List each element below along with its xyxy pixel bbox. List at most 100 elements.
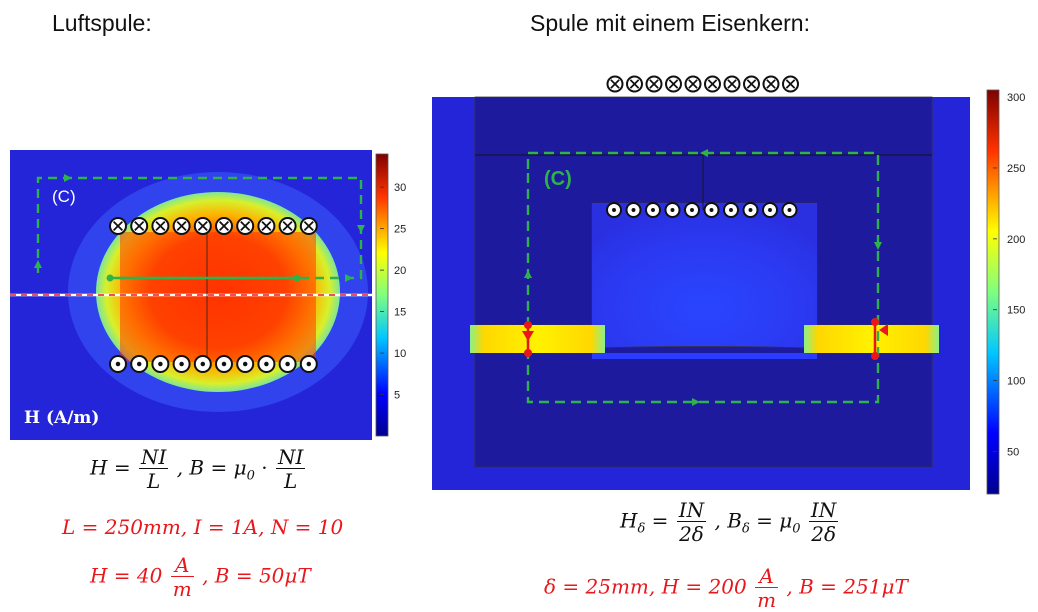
numerator: IN bbox=[676, 498, 707, 522]
wire-out-icon bbox=[109, 355, 127, 373]
wire-in-icon bbox=[193, 217, 212, 235]
subscript-delta: δ bbox=[637, 521, 646, 537]
symbol-h: H bbox=[620, 508, 638, 533]
air-gap-left bbox=[470, 325, 605, 353]
wire-in-icon bbox=[684, 75, 702, 93]
denominator: L bbox=[284, 469, 298, 493]
coil-row-bottom bbox=[109, 355, 318, 373]
wire-out-icon bbox=[215, 355, 233, 373]
arrow-icon bbox=[524, 270, 532, 278]
wire-in-icon bbox=[723, 75, 741, 93]
arrow-icon bbox=[345, 274, 353, 282]
result-b: , B = 50μT bbox=[202, 563, 311, 588]
iron-core-lower bbox=[474, 346, 933, 468]
denominator: 2δ bbox=[679, 522, 704, 546]
colorbar-tick-label: 25 bbox=[394, 224, 406, 236]
colorbar-tick-label: 15 bbox=[394, 307, 406, 319]
denominator: 2δ bbox=[811, 522, 836, 546]
coil-row-top bbox=[109, 217, 318, 235]
colorbar bbox=[375, 153, 389, 437]
wire-in-icon bbox=[665, 75, 682, 93]
wire-in-icon bbox=[172, 217, 191, 235]
unit-denominator: m bbox=[172, 577, 192, 601]
wire-out-icon bbox=[257, 355, 276, 373]
coil-row-top bbox=[606, 75, 799, 93]
arrow-icon bbox=[34, 260, 42, 268]
colorbar-tick-label: 50 bbox=[1007, 446, 1019, 458]
subscript-delta: δ bbox=[741, 521, 750, 537]
equals-sign: = bbox=[651, 508, 669, 533]
colorbar-tick-label: 5 bbox=[394, 390, 400, 402]
wire-out-icon bbox=[742, 202, 759, 218]
wire-in-icon bbox=[215, 217, 233, 235]
colorbar-tick-label: 300 bbox=[1007, 92, 1025, 104]
right-title: Spule mit einem Eisenkern: bbox=[530, 10, 810, 36]
wire-out-icon bbox=[606, 202, 622, 218]
coil-row-core bbox=[606, 202, 798, 218]
wire-in-icon bbox=[645, 75, 663, 93]
colorbar-tick-label: 10 bbox=[394, 348, 406, 360]
wire-out-icon bbox=[236, 355, 255, 373]
wire-in-icon bbox=[236, 217, 255, 235]
symbol-mu: μ bbox=[233, 455, 247, 480]
wire-in-icon bbox=[109, 217, 127, 235]
wire-out-icon bbox=[664, 202, 681, 218]
wire-out-icon bbox=[703, 202, 720, 218]
wire-in-icon bbox=[606, 75, 624, 93]
wire-in-icon bbox=[762, 75, 780, 93]
wire-in-icon bbox=[299, 217, 318, 235]
colorbar bbox=[986, 89, 1000, 495]
arrow-icon bbox=[700, 149, 708, 157]
wire-out-icon bbox=[762, 202, 778, 218]
wire-in-icon bbox=[257, 217, 276, 235]
left-title: Luftspule: bbox=[52, 10, 152, 36]
numerator: NI bbox=[275, 445, 306, 469]
arrow-icon bbox=[64, 174, 72, 182]
symbol-b: , B bbox=[714, 508, 742, 533]
wire-out-icon bbox=[278, 355, 297, 373]
unit-numerator: A bbox=[170, 555, 194, 577]
wire-out-icon bbox=[625, 202, 642, 218]
colorbar-tick-label: 250 bbox=[1007, 163, 1025, 175]
symbol-b: , B bbox=[176, 455, 205, 480]
wire-out-icon bbox=[193, 355, 212, 373]
wire-out-icon bbox=[172, 355, 191, 373]
wire-out-icon bbox=[723, 202, 739, 218]
result-delta-h: δ = 25mm, H = 200 bbox=[544, 574, 747, 599]
arrow-icon bbox=[874, 242, 882, 250]
arrow-icon bbox=[692, 398, 700, 406]
symbol-mu-subscript: 0 bbox=[246, 468, 255, 484]
wire-in-icon bbox=[704, 75, 721, 93]
wire-out-icon bbox=[151, 355, 170, 373]
wire-out-icon bbox=[130, 355, 149, 373]
symbol-mu: μ bbox=[779, 508, 793, 533]
result-b: , B = 251μT bbox=[786, 574, 908, 599]
numerator: NI bbox=[138, 445, 169, 469]
wire-out-icon bbox=[645, 202, 661, 218]
dot-operator: · bbox=[261, 455, 268, 480]
air-gap-right bbox=[804, 325, 939, 353]
unit-denominator: m bbox=[757, 588, 777, 612]
wire-in-icon bbox=[151, 217, 170, 235]
wire-in-icon bbox=[278, 217, 297, 235]
colorbar-tick-label: 100 bbox=[1007, 376, 1025, 388]
contour-label: (C) bbox=[52, 187, 76, 206]
wire-in-icon bbox=[743, 75, 760, 93]
result-h: H = 40 bbox=[90, 563, 163, 588]
wire-out-icon bbox=[684, 202, 700, 218]
equals-sign: = bbox=[113, 455, 131, 480]
equals-sign: = bbox=[756, 508, 773, 533]
colorbar-tick-label: 200 bbox=[1007, 234, 1025, 246]
arrow-icon bbox=[357, 225, 365, 233]
air-coil-params: L = 250mm, I = 1A, N = 10 bbox=[62, 515, 344, 539]
